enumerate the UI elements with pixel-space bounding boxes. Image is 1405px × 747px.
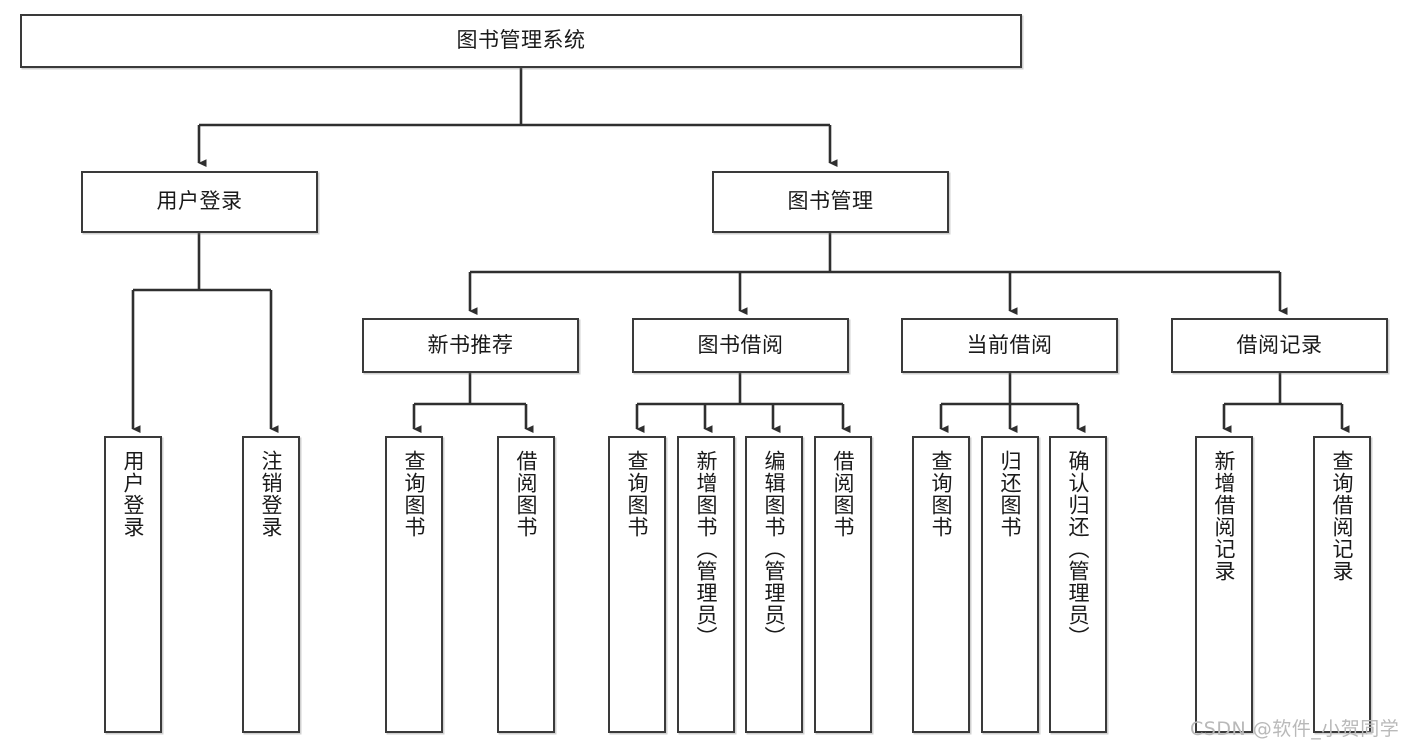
- node-label: 查询图书: [929, 450, 954, 538]
- leaf-new-book-borrow[interactable]: 借阅图书: [497, 436, 555, 733]
- leaf-borrow-edit-book[interactable]: 编辑图书（管理员）: [745, 436, 803, 733]
- csdn-watermark: CSDN @软件_小贺同学: [1190, 718, 1400, 740]
- node-user-login[interactable]: 用户登录: [81, 171, 318, 233]
- leaf-borrow-borrow-book[interactable]: 借阅图书: [814, 436, 872, 733]
- node-label: 借阅图书: [831, 450, 856, 538]
- node-new-book-recommend[interactable]: 新书推荐: [362, 318, 579, 373]
- leaf-record-add[interactable]: 新增借阅记录: [1195, 436, 1253, 733]
- leaf-borrow-add-book[interactable]: 新增图书（管理员）: [677, 436, 735, 733]
- node-label: 借阅记录: [1236, 332, 1323, 357]
- node-label: 当前借阅: [966, 332, 1053, 357]
- node-book-management[interactable]: 图书管理: [712, 171, 949, 233]
- node-label: 图书管理: [787, 189, 874, 214]
- leaf-current-return-book[interactable]: 归还图书: [981, 436, 1039, 733]
- node-label: 确认归还（管理员）: [1066, 450, 1091, 648]
- node-label: 编辑图书（管理员）: [762, 450, 787, 648]
- node-label: 图书借阅: [697, 332, 784, 357]
- node-label: 新增图书（管理员）: [694, 450, 719, 648]
- node-label: 注销登录: [259, 450, 284, 538]
- node-label: 借阅图书: [514, 450, 539, 538]
- node-label: 用户登录: [121, 450, 146, 538]
- leaf-record-query[interactable]: 查询借阅记录: [1313, 436, 1371, 733]
- leaf-current-confirm-return[interactable]: 确认归还（管理员）: [1049, 436, 1107, 733]
- leaf-current-query-book[interactable]: 查询图书: [912, 436, 970, 733]
- leaf-new-book-query[interactable]: 查询图书: [385, 436, 443, 733]
- node-label: 归还图书: [998, 450, 1023, 538]
- node-current-borrow[interactable]: 当前借阅: [901, 318, 1118, 373]
- node-label: 查询图书: [402, 450, 427, 538]
- node-label: 查询借阅记录: [1330, 450, 1355, 582]
- node-borrow-record[interactable]: 借阅记录: [1171, 318, 1388, 373]
- node-book-borrow[interactable]: 图书借阅: [632, 318, 849, 373]
- leaf-borrow-query-book[interactable]: 查询图书: [608, 436, 666, 733]
- leaf-user-logout[interactable]: 注销登录: [242, 436, 300, 733]
- node-label: 新书推荐: [427, 332, 514, 357]
- node-label: 查询图书: [625, 450, 650, 538]
- leaf-user-login[interactable]: 用户登录: [104, 436, 162, 733]
- node-label: 图书管理系统: [456, 28, 586, 53]
- node-root-system[interactable]: 图书管理系统: [20, 14, 1022, 68]
- node-label: 新增借阅记录: [1212, 450, 1237, 582]
- node-label: 用户登录: [156, 189, 243, 214]
